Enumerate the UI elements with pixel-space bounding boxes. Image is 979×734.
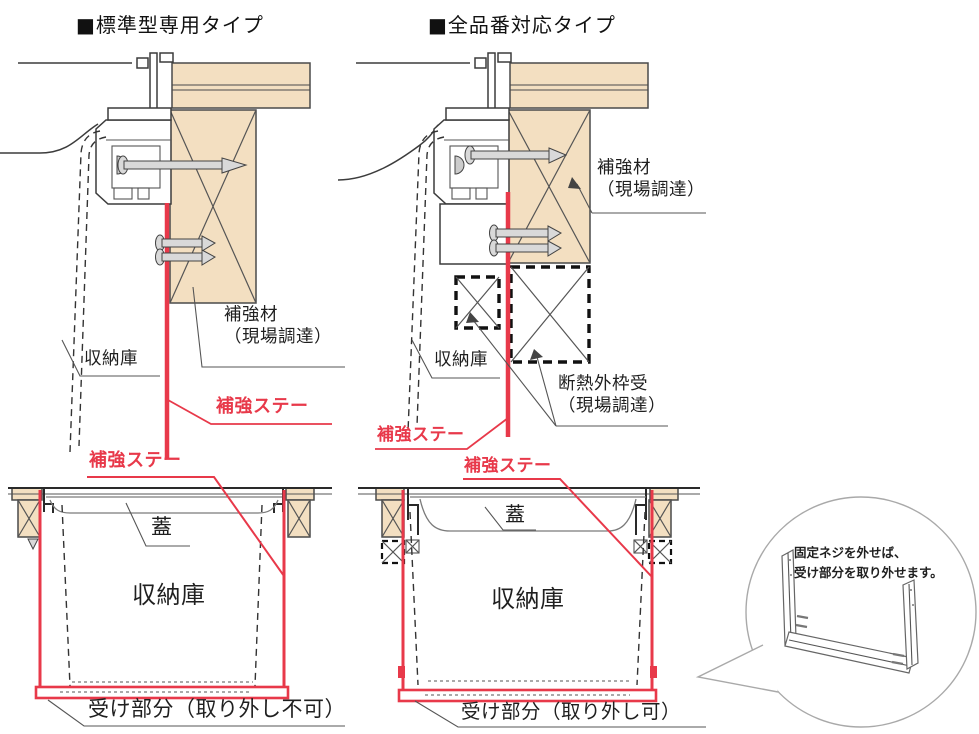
callout-bubble	[695, 496, 977, 728]
bottom-all-models-lid-label: 蓋	[505, 502, 526, 526]
title-all-models-type: ■全品番対応タイプ	[428, 13, 616, 37]
insulation-frame-label: 断熱外枠受 （現場調達）	[558, 374, 666, 416]
standard-storage-label: 収納庫	[84, 349, 138, 369]
bottom-standard-stay-label: 補強ステー	[89, 450, 182, 471]
fixed-base-label: 受け部分（取り外し不可）	[88, 697, 346, 721]
all-models-stay-label: 補強ステー	[377, 425, 465, 445]
bottom-standard-storage-label: 収納庫	[132, 581, 206, 609]
callout-note: 固定ネジを外せば、 受け部分を取り外せます。	[794, 545, 943, 580]
removable-base-label: 受け部分（取り外し可）	[461, 700, 682, 723]
all-models-reinforcement-label: 補強材 （現場調達）	[597, 158, 705, 200]
all-models-storage-label: 収納庫	[434, 350, 488, 370]
bottom-standard-lid-label: 蓋	[151, 515, 173, 539]
bottom-all-models-storage-label: 収納庫	[491, 585, 565, 613]
standard-type-section-drawing	[0, 52, 345, 458]
standard-type-storage-drawing	[8, 476, 345, 727]
standard-reinforcement-label: 補強材 （現場調達）	[224, 305, 332, 347]
receiving-bracket-sketch	[781, 549, 919, 674]
all-models-storage-drawing	[358, 478, 706, 728]
title-standard-type: ■標準型専用タイプ	[76, 13, 264, 37]
all-models-section-drawing	[337, 52, 706, 450]
bottom-all-models-stay-label: 補強ステー	[464, 456, 552, 476]
standard-stay-label: 補強ステー	[216, 396, 309, 417]
